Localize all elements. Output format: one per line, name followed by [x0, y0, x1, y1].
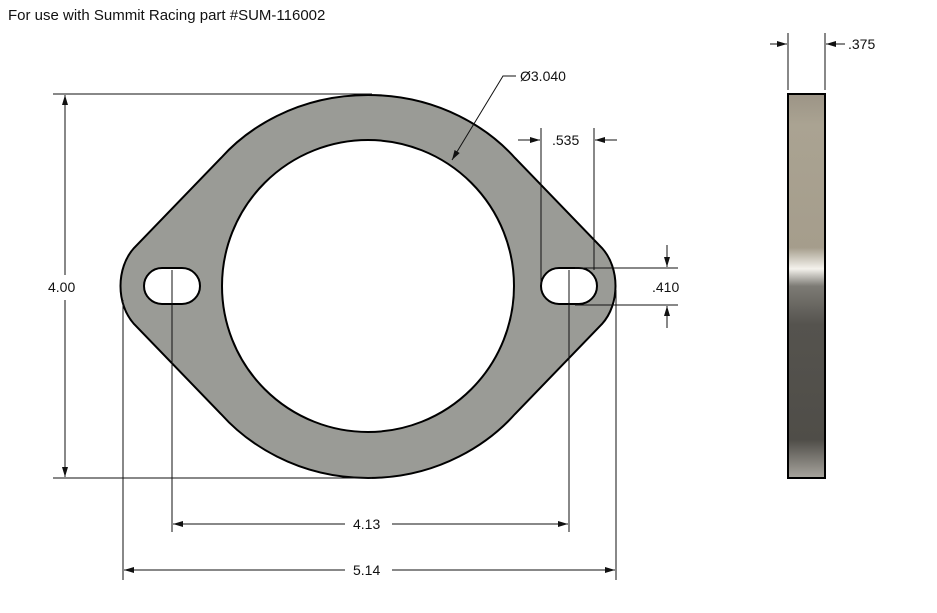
part-reference-note: For use with Summit Racing part #SUM-116…: [8, 7, 326, 24]
dim-slot-width: .535: [552, 132, 579, 148]
dim-overall-height: 4.00: [48, 279, 75, 295]
dim-thickness: .375: [848, 36, 875, 52]
dim-slot-height: .410: [652, 279, 679, 295]
leader-inner-diameter: [451, 75, 516, 161]
gasket-edge: [787, 93, 826, 479]
dim-overall-width: 5.14: [353, 562, 380, 578]
extension-lines: [53, 33, 826, 580]
dim-inner-diameter: Ø3.040: [520, 68, 566, 84]
dim-bolt-spacing: 4.13: [353, 516, 380, 532]
gasket-side-view: [787, 93, 826, 479]
